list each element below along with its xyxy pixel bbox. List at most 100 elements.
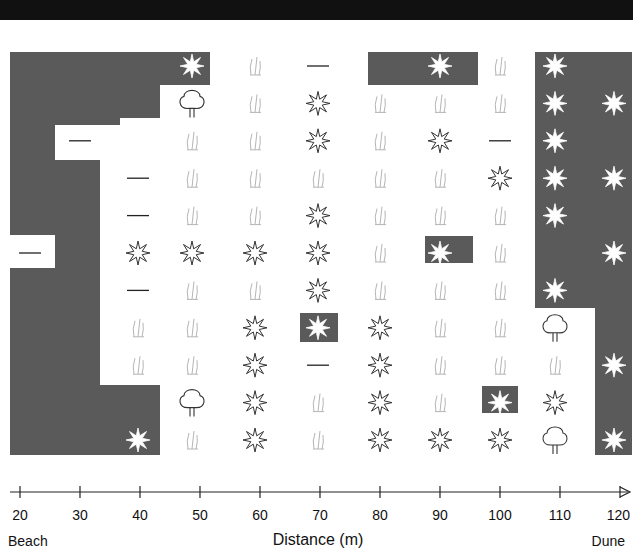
grass-blade — [196, 211, 197, 225]
bare-dash — [69, 140, 91, 141]
grass-symbol — [313, 169, 324, 187]
grass-base — [133, 336, 144, 337]
grass-blade — [250, 171, 252, 187]
grass-blade — [375, 134, 377, 150]
grass-blade — [133, 321, 135, 337]
grass-base — [187, 187, 198, 188]
grass-blade — [133, 358, 135, 374]
grass-symbol — [375, 281, 386, 299]
grass-base — [187, 336, 198, 337]
star-symbol — [543, 129, 567, 153]
grass-blade — [504, 285, 505, 299]
star-symbol — [543, 391, 567, 415]
grass-blade — [192, 281, 194, 299]
star-symbol — [243, 428, 267, 452]
star-symbol — [428, 54, 452, 78]
tick-label: 20 — [12, 508, 28, 522]
shaded-region — [300, 313, 338, 342]
star-symbol — [543, 204, 567, 228]
axis-line — [10, 491, 628, 492]
grass-base — [250, 299, 261, 300]
grass-blade — [313, 171, 315, 187]
grass-base — [495, 374, 506, 375]
grass-blade — [380, 132, 382, 150]
grass-symbol — [187, 132, 198, 150]
grass-symbol — [495, 57, 506, 75]
grass-blade — [384, 98, 385, 112]
grass-blade — [504, 323, 505, 337]
grass-symbol — [495, 356, 506, 374]
grass-symbol — [375, 207, 386, 225]
star-symbol — [602, 91, 626, 115]
grass-base — [133, 374, 144, 375]
grass-symbol — [250, 132, 261, 150]
star-symbol — [488, 391, 512, 415]
grass-blade — [444, 173, 445, 187]
grass-blade — [187, 209, 189, 225]
shaded-region — [10, 52, 210, 455]
grass-blade — [192, 431, 194, 449]
grass-base — [250, 187, 261, 188]
grass-blade — [322, 173, 323, 187]
grass-symbol — [250, 169, 261, 187]
grass-symbol — [187, 169, 198, 187]
tick-label: 100 — [488, 508, 511, 522]
grass-blade — [196, 435, 197, 449]
axis-tick — [439, 486, 440, 498]
axis-tick — [259, 486, 260, 498]
grass-blade — [255, 94, 257, 112]
grass-symbol — [375, 132, 386, 150]
distance-axis — [10, 487, 630, 497]
grass-blade — [440, 394, 442, 412]
grass-blade — [187, 358, 189, 374]
star-symbol — [428, 129, 452, 153]
grass-blade — [187, 171, 189, 187]
grass-blade — [495, 209, 497, 225]
bare-dash — [127, 290, 149, 291]
grass-base — [187, 449, 198, 450]
grass-symbol — [435, 394, 446, 412]
tick-label: 60 — [252, 508, 268, 522]
grass-blade — [495, 283, 497, 299]
star-symbol — [543, 166, 567, 190]
star-symbol — [368, 316, 392, 340]
grass-symbol — [187, 431, 198, 449]
grass-blade — [187, 433, 189, 449]
star-symbol — [126, 428, 150, 452]
axis-tick — [19, 486, 20, 498]
star-symbol — [180, 54, 204, 78]
grass-symbol — [495, 281, 506, 299]
tree-crown — [180, 390, 204, 408]
star-symbol — [602, 428, 626, 452]
grass-blade — [255, 207, 257, 225]
grass-blade — [313, 433, 315, 449]
grass-base — [313, 411, 324, 412]
axis-tick — [499, 486, 500, 498]
grass-base — [375, 112, 386, 113]
grass-symbol — [550, 356, 561, 374]
grass-blade — [380, 207, 382, 225]
star-symbol — [368, 391, 392, 415]
star-symbol — [602, 166, 626, 190]
star-symbol — [488, 166, 512, 190]
grass-blade — [384, 136, 385, 150]
grass-blade — [375, 96, 377, 112]
grass-symbol — [187, 207, 198, 225]
grass-symbol — [435, 319, 446, 337]
axis-tick — [79, 486, 80, 498]
grass-symbol — [250, 281, 261, 299]
grass-symbol — [313, 394, 324, 412]
grass-base — [495, 75, 506, 76]
grass-base — [495, 336, 506, 337]
white-cell — [55, 125, 120, 160]
grass-blade — [322, 435, 323, 449]
plant-symbols — [19, 54, 626, 454]
grass-base — [435, 112, 446, 113]
grass-blade — [444, 211, 445, 225]
tree-crown — [180, 90, 204, 108]
grass-blade — [440, 281, 442, 299]
grass-blade — [384, 285, 385, 299]
grass-blade — [380, 281, 382, 299]
grass-blade — [375, 246, 377, 262]
grass-blade — [192, 169, 194, 187]
